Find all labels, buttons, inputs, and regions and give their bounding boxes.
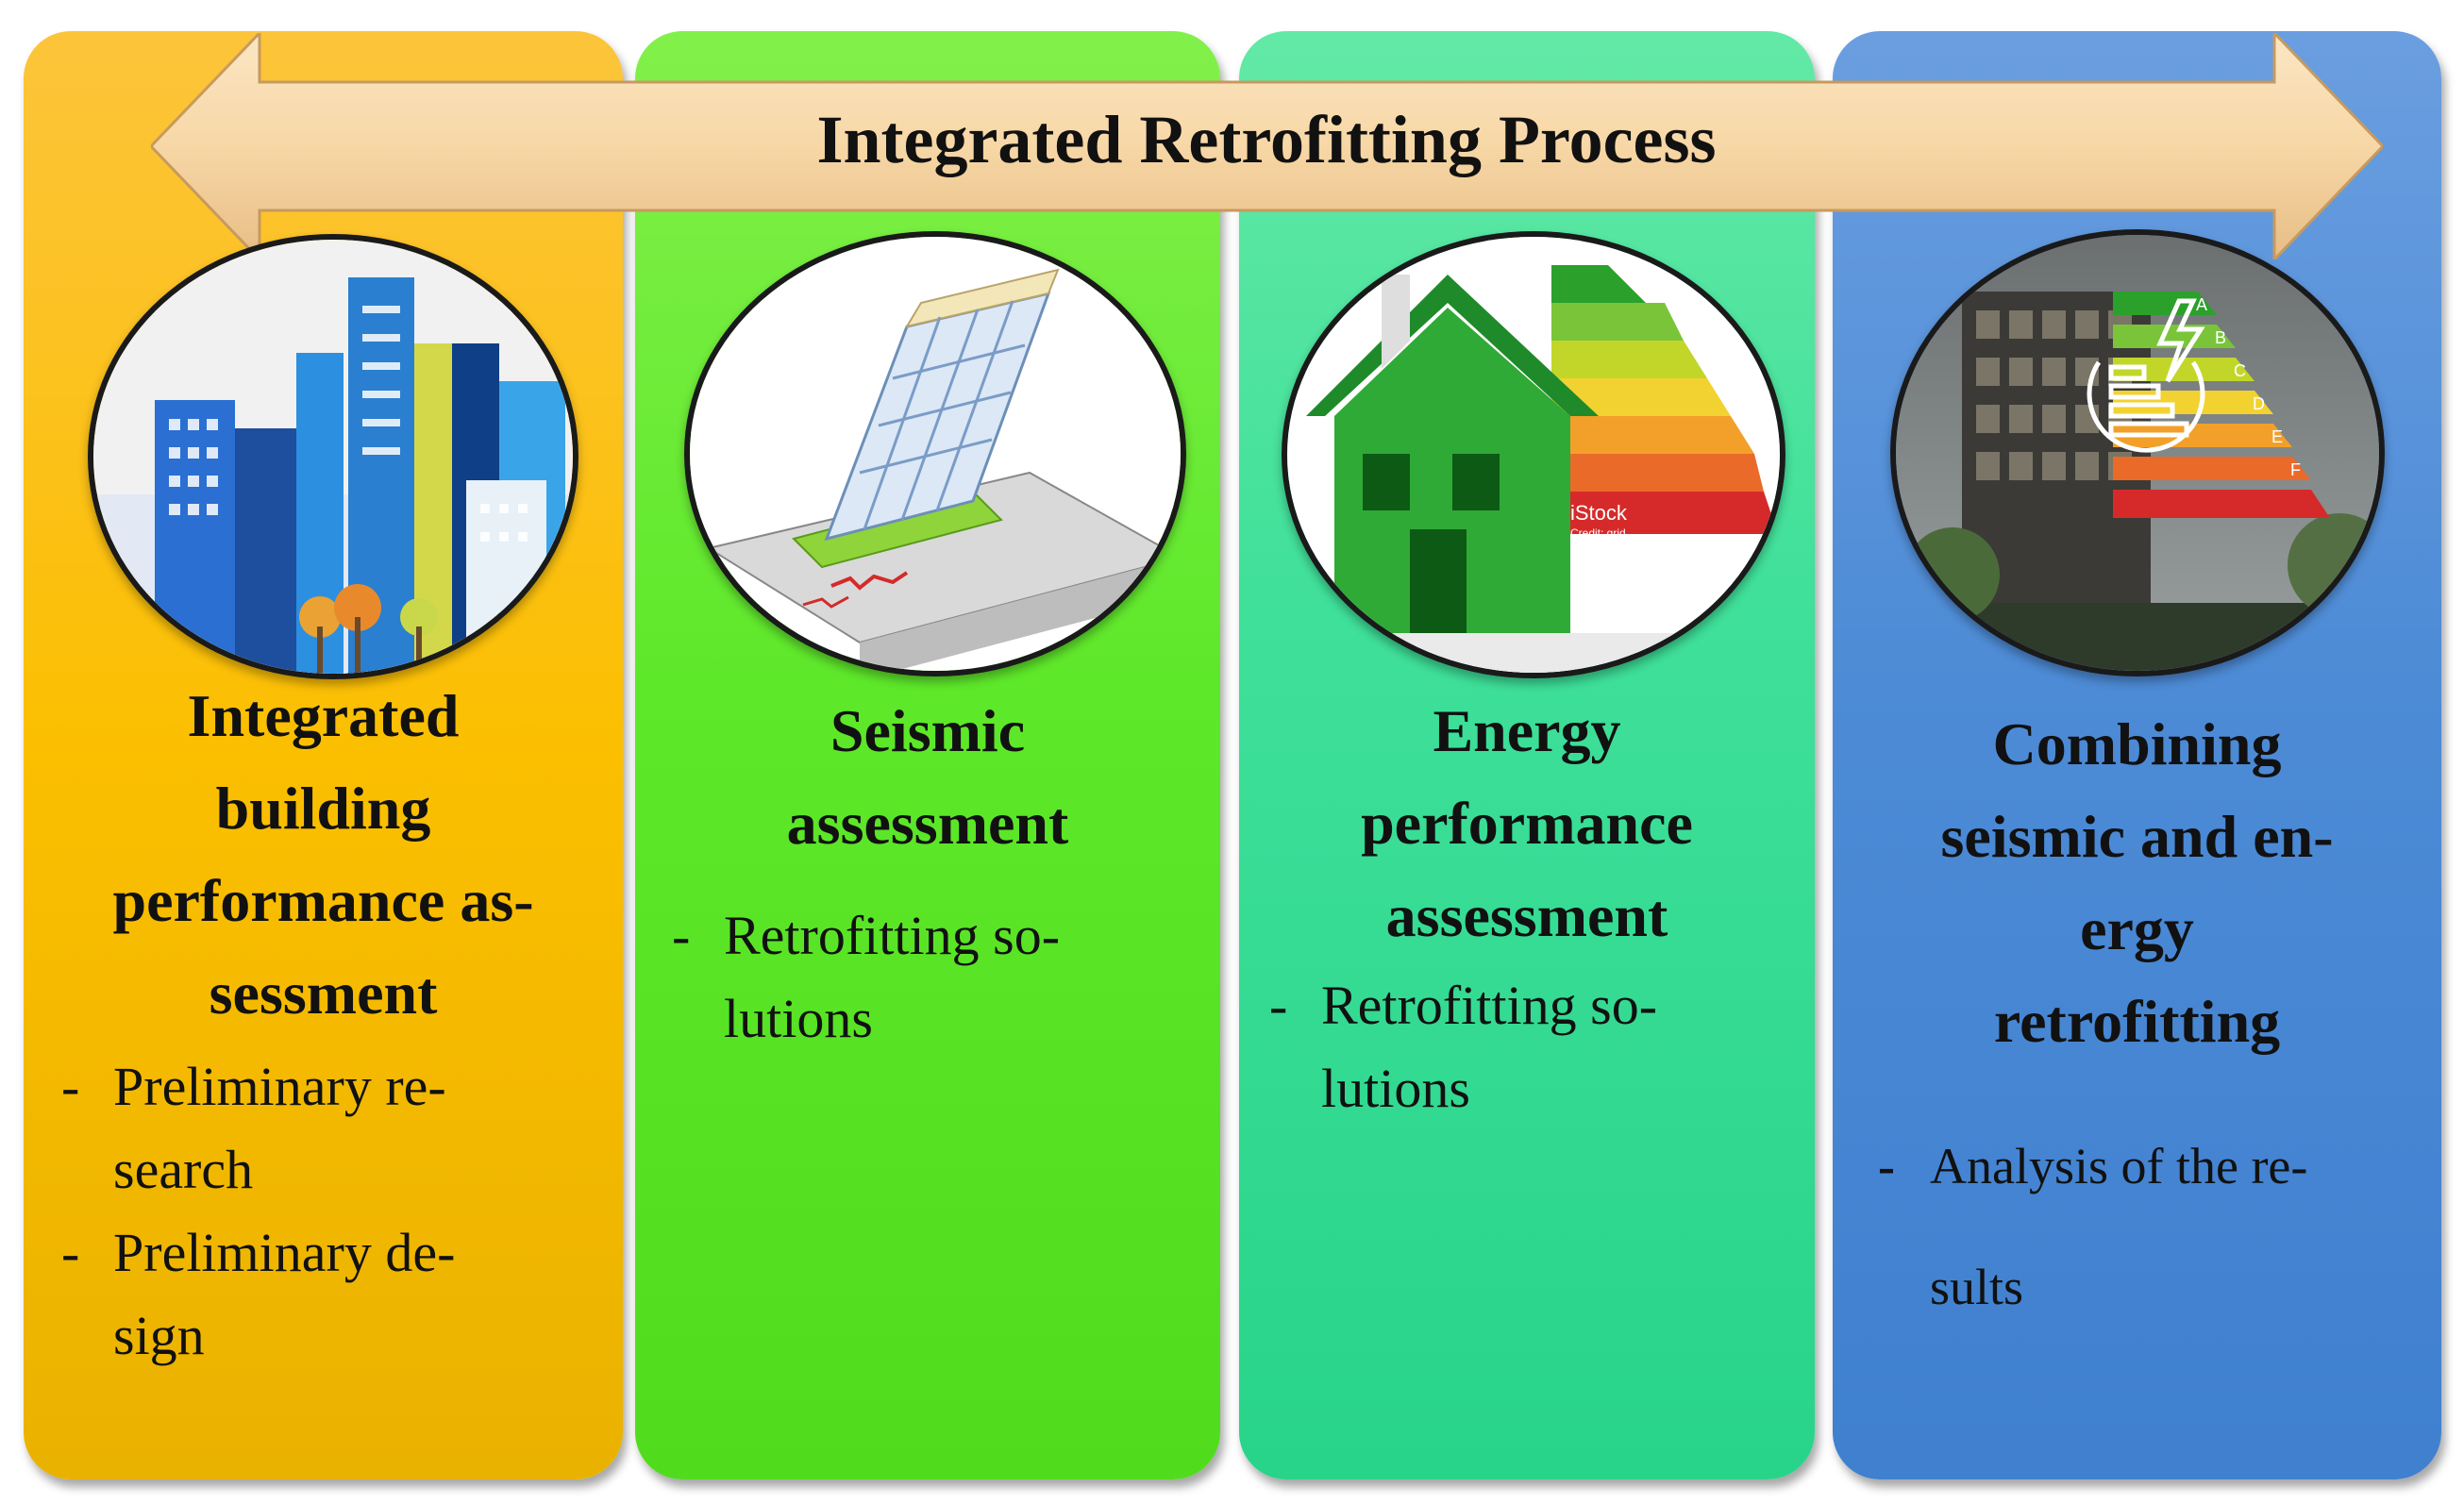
process-title: Integrated Retrofitting Process [816, 102, 1716, 177]
list-item: - Preliminary re- search [61, 1045, 590, 1211]
bullet-line: lutions [724, 988, 873, 1049]
heading-line: building [215, 775, 431, 842]
heading-line: Seismic [830, 697, 1026, 764]
bullet-dash: - [1878, 1138, 1895, 1194]
bullet-line: sults [1930, 1259, 2024, 1315]
bullet-dash: - [672, 905, 691, 966]
bullet-line: search [113, 1139, 254, 1200]
label-a: A [2196, 295, 2207, 314]
heading-combined-retrofitting: Combining seismic and en- ergy retrofitt… [1842, 698, 2432, 1068]
heading-line: Energy [1433, 697, 1621, 764]
bullet-line: Retrofitting so- [1321, 975, 1658, 1036]
label-f: F [2290, 460, 2301, 479]
house-energy-rating-icon: iStock Credit: grid [1282, 231, 1785, 678]
heading-seismic-assessment: Seismic assessment [635, 685, 1220, 870]
bullet-line: Analysis of the re- [1930, 1138, 2308, 1194]
heading-line: Integrated [187, 682, 460, 749]
bullet-dash: - [1269, 975, 1288, 1036]
bullet-line: Retrofitting so- [724, 905, 1061, 966]
tilting-building-icon [684, 231, 1186, 676]
label-b: B [2215, 328, 2226, 347]
bullet-dash: - [61, 1222, 80, 1283]
label-e: E [2271, 427, 2283, 446]
bullet-line: Preliminary de- [113, 1222, 456, 1283]
label-d: D [2253, 394, 2265, 413]
heading-line: assessment [786, 790, 1069, 857]
watermark-credit: Credit: grid [1570, 526, 1626, 540]
heading-line: performance [1361, 790, 1693, 857]
heading-energy-assessment: Energy performance assessment [1239, 685, 1815, 962]
bullet-line: lutions [1321, 1058, 1470, 1119]
heading-integrated-assessment: Integrated building performance as- sess… [33, 670, 613, 1040]
bullet-line: sign [113, 1305, 205, 1366]
lightning-icon [2087, 298, 2205, 453]
bullet-line: Preliminary re- [113, 1056, 446, 1117]
heading-line: seismic and en- [1940, 803, 2334, 870]
heading-line: Combining [1992, 710, 2282, 777]
list-item: - Retrofitting so- lutions [1269, 964, 1798, 1130]
heading-line: retrofitting [1993, 988, 2281, 1055]
bullet-dash: - [61, 1056, 80, 1117]
bullet-list: - Preliminary re- search - Preliminary d… [61, 1045, 590, 1378]
heading-line: sessment [209, 960, 438, 1027]
list-item: - Analysis of the re- sults [1878, 1106, 2406, 1347]
heading-line: performance as- [112, 867, 534, 934]
process-arrow: Integrated Retrofitting Process [151, 33, 2383, 259]
heading-line: assessment [1385, 882, 1668, 949]
bullet-list: - Retrofitting so- lutions [672, 894, 1200, 1060]
building-energy-label-icon: A B C D E F [1890, 229, 2385, 676]
bullet-list: - Analysis of the re- sults [1878, 1106, 2406, 1347]
watermark-text: iStock [1570, 501, 1628, 525]
city-skyline-icon [88, 234, 578, 679]
list-item: - Preliminary de- sign [61, 1211, 590, 1378]
list-item: - Retrofitting so- lutions [672, 894, 1200, 1060]
bullet-list: - Retrofitting so- lutions [1269, 964, 1798, 1130]
heading-line: ergy [2080, 895, 2194, 962]
label-c: C [2234, 361, 2246, 380]
